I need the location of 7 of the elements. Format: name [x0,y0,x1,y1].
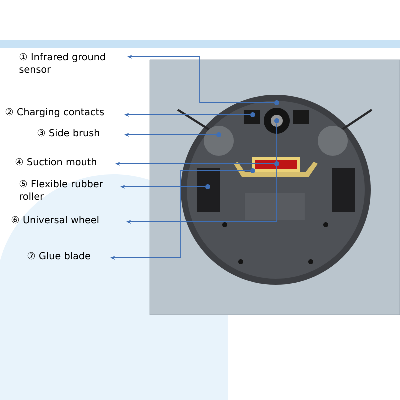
part-label: ③ Side brush [38,129,100,137]
part-label: ⑥ Universal wheel [12,216,99,224]
part-label: ⑦ Glue blade [28,252,90,260]
part-label: ④ Suction mouth [16,158,96,166]
part-label: ① Infrared ground sensor [20,53,106,74]
part-label: ⑤ Flexible rubber roller [20,180,104,200]
part-label: ② Charging contacts [6,108,104,118]
